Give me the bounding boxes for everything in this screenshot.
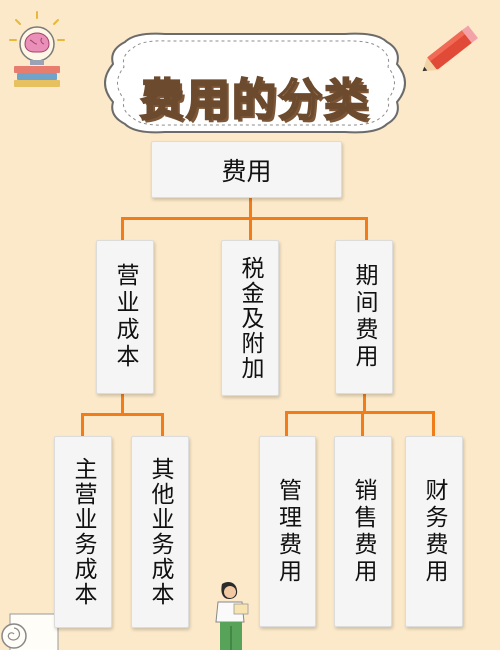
- pencil-icon: [422, 25, 478, 72]
- node-period-expense-label: 期间费用: [351, 263, 377, 371]
- node-sales-expense-label: 销售费用: [350, 477, 376, 586]
- connector-level2-left-bar: [81, 413, 164, 416]
- node-sales-expense: 销售费用: [334, 436, 392, 627]
- connector-to-finance-expense: [432, 411, 435, 437]
- connector-level2-right-bar: [285, 411, 435, 414]
- connector-to-period-expense: [365, 217, 368, 242]
- title-plaque-shape: [104, 32, 406, 134]
- connector-to-other-business-cost: [161, 413, 164, 437]
- connector-to-sales-expense: [361, 411, 364, 437]
- connector-to-operating-cost: [121, 217, 124, 242]
- paper-scroll-icon: [1, 613, 59, 650]
- node-other-business-cost: 其他业务成本: [131, 436, 189, 628]
- brain-lightbulb-icon: [9, 11, 65, 87]
- node-tax-and-surcharges: 税金及附加: [221, 240, 279, 396]
- title-plaque: 费用的分类: [95, 28, 415, 138]
- root-node-label: 费用: [221, 156, 272, 186]
- connector-period-expense-down: [363, 392, 366, 413]
- node-operating-cost: 营业成本: [96, 240, 154, 394]
- person-reading-illustration: [215, 582, 249, 650]
- node-finance-expense: 财务费用: [405, 436, 463, 627]
- connector-to-admin-expense: [285, 411, 288, 437]
- node-other-business-cost-label: 其他业务成本: [147, 457, 173, 607]
- node-admin-expense-label: 管理费用: [274, 477, 301, 586]
- node-admin-expense: 管理费用: [259, 436, 316, 627]
- connector-operating-cost-down: [121, 392, 124, 415]
- node-main-business-cost-label: 主营业务成本: [70, 457, 96, 607]
- connector-to-main-business-cost: [81, 413, 84, 437]
- node-finance-expense-label: 财务费用: [421, 477, 447, 586]
- connector-to-tax: [249, 217, 252, 242]
- node-main-business-cost: 主营业务成本: [54, 436, 112, 628]
- node-period-expense: 期间费用: [335, 240, 393, 394]
- diagram-title: 费用的分类: [139, 74, 370, 127]
- connector-root-down: [249, 196, 252, 218]
- node-operating-cost-label: 营业成本: [112, 263, 138, 371]
- connector-level1-bar: [121, 217, 368, 220]
- node-tax-and-surcharges-label: 税金及附加: [237, 255, 263, 381]
- root-node-expense: 费用: [151, 141, 342, 198]
